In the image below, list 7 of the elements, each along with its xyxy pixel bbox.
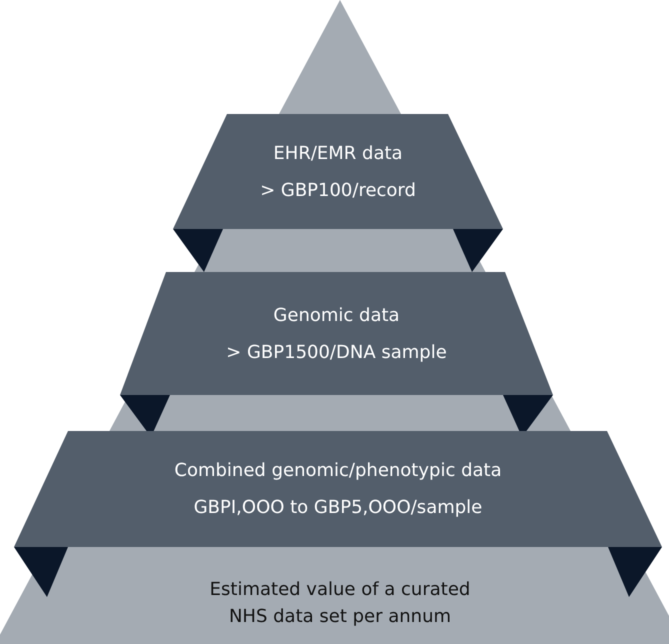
tier-title: Genomic data xyxy=(273,304,400,328)
tier-value: GBPI,OOO to GBP5,OOO/sample xyxy=(194,496,482,520)
tier-value: > GBP100/record xyxy=(260,178,416,202)
tier-title: EHR/EMR data xyxy=(273,142,403,166)
tier-value: > GBP1500/DNA sample xyxy=(226,340,447,364)
tier-title: Combined genomic/phenotypic data xyxy=(174,459,502,483)
pyramid-base-label: Estimated value of a curated NHS data set per annum xyxy=(208,578,472,629)
